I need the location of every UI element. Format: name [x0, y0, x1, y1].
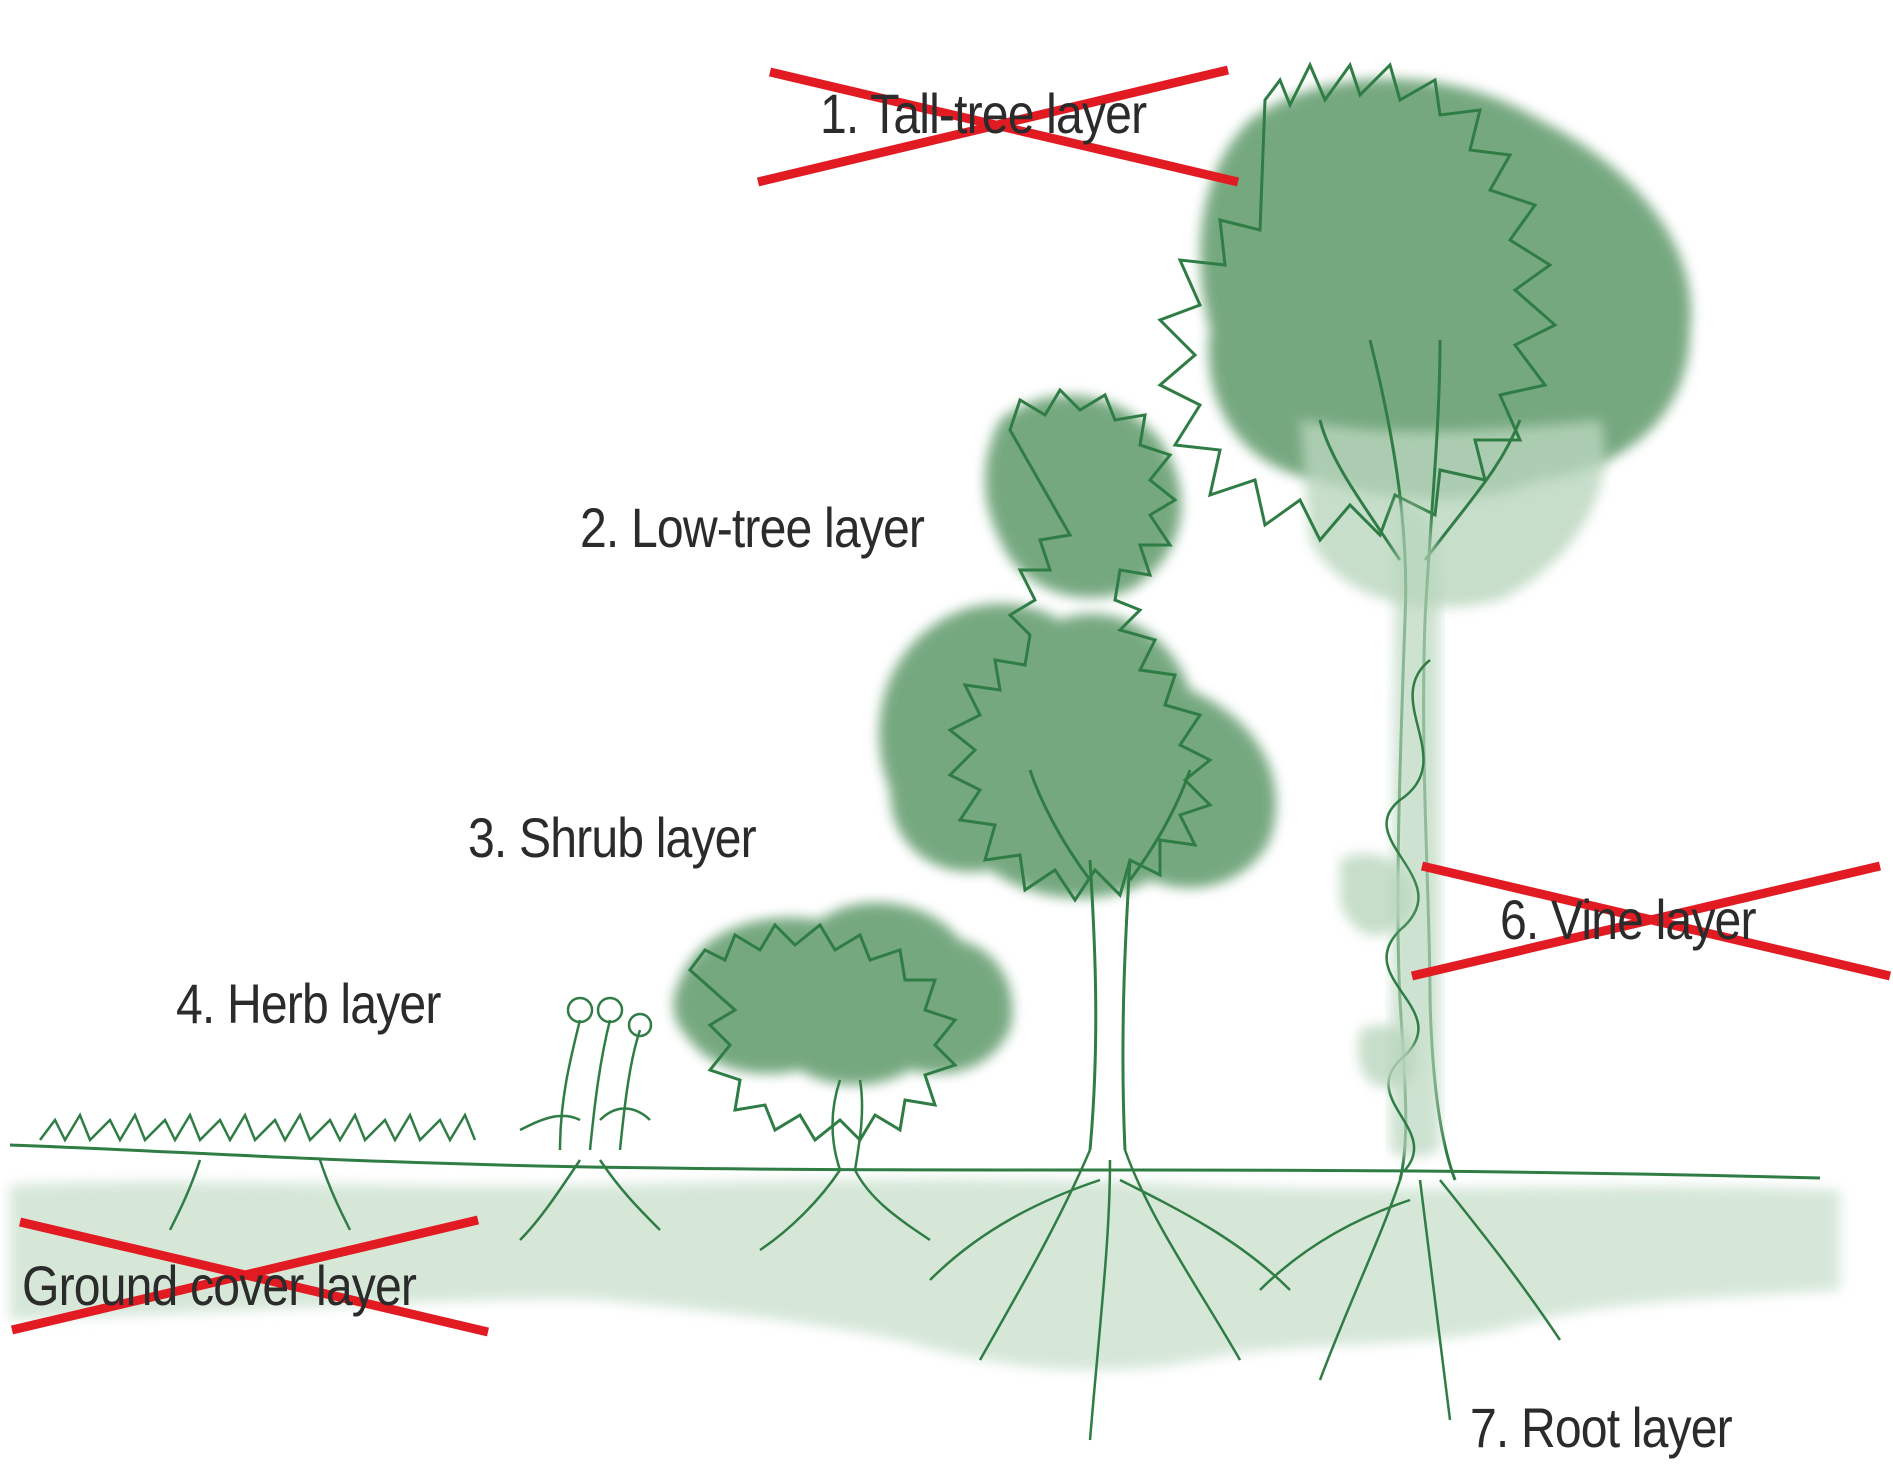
- label-shrub-layer: 3. Shrub layer: [468, 810, 756, 866]
- label-low-tree-layer: 2. Low-tree layer: [580, 500, 924, 556]
- label-root-layer: 7. Root layer: [1470, 1400, 1732, 1456]
- herb-plants: [520, 998, 651, 1150]
- label-tall-tree-layer: 1. Tall-tree layer: [820, 86, 1146, 142]
- shrub: [673, 903, 1012, 1170]
- label-vine-layer: 6. Vine layer: [1500, 892, 1756, 948]
- ground-cover-plants: [40, 1115, 475, 1140]
- label-ground-cover-layer: Ground cover layer: [22, 1258, 416, 1314]
- ground-line: [10, 1145, 1820, 1178]
- label-herb-layer: 4. Herb layer: [176, 976, 441, 1032]
